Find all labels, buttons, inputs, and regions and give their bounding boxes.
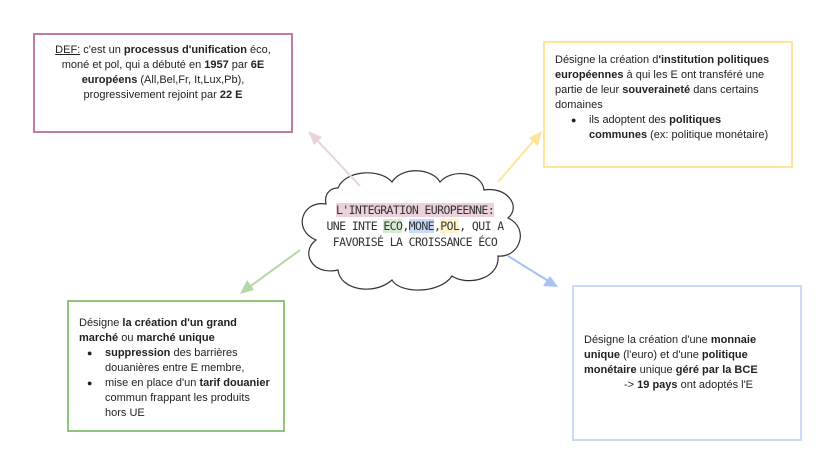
central-title: L'INTEGRATION EUROPEENNE:	[335, 203, 495, 217]
highlight-pol: POL	[440, 219, 460, 233]
central-topic: L'INTEGRATION EUROPEENNE: UNE INTE ECO,M…	[320, 202, 510, 250]
arrow-to-top-right	[497, 131, 542, 183]
arrow-to-bottom-right	[507, 255, 558, 287]
monetary-integration-text: Désigne la création d'une monnaie unique…	[584, 334, 758, 376]
arrow-to-bottom-left	[240, 249, 301, 294]
list-item: ils adoptent des politiques communes (ex…	[563, 113, 781, 143]
economic-integration-text: Désigne la création d'un grand marché ou…	[79, 317, 237, 344]
list-item: mise en place d'un tarif douanier commun…	[79, 376, 273, 421]
political-integration-box: Désigne la création d'institution politi…	[543, 41, 793, 168]
monetary-integration-box: Désigne la création d'une monnaie unique…	[572, 285, 802, 441]
highlight-eco: ECO	[383, 219, 403, 233]
central-line-3: FAVORISÉ LA CROISSANCE ÉCO	[332, 235, 498, 249]
highlight-mone: MONE	[408, 219, 435, 233]
political-integration-text: Désigne la création d'institution politi…	[555, 54, 770, 111]
def-label: DEF:	[55, 44, 81, 56]
central-line-2: UNE INTE ECO,MONE,POL, QUI A	[326, 219, 504, 233]
economic-integration-box: Désigne la création d'un grand marché ou…	[67, 300, 285, 432]
definition-box: DEF: c'est un processus d'unification éc…	[33, 33, 293, 133]
list-item: suppression des barrières douanières ent…	[79, 346, 273, 376]
arrow-to-top-left	[308, 131, 361, 187]
definition-text: DEF: c'est un processus d'unification éc…	[55, 44, 271, 101]
monetary-countries-line: -> 19 pays ont adoptés l'E	[624, 379, 754, 391]
